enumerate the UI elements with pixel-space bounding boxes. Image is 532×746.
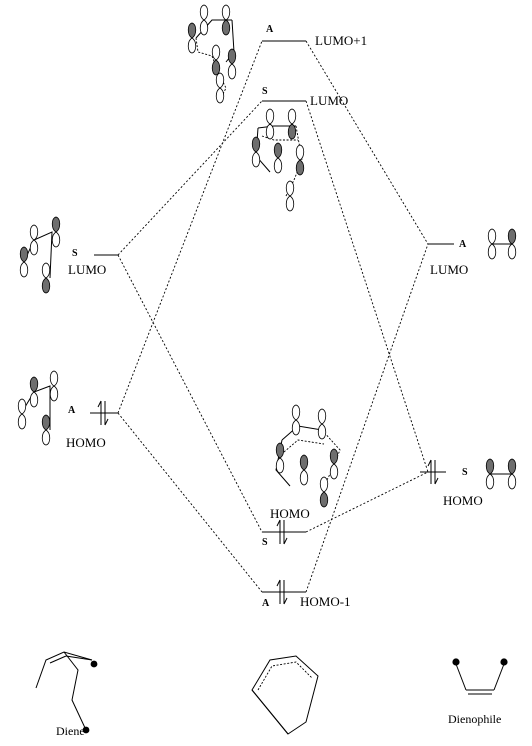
sym-diene-homo: A bbox=[68, 405, 76, 416]
sym-ts-homo: S bbox=[262, 537, 268, 548]
orbital-diene-homo-icon bbox=[17, 370, 59, 446]
sym-dienophile-lumo: A bbox=[459, 239, 467, 250]
sym-ts-lumo: S bbox=[262, 86, 268, 97]
orbital-dienophile-homo-icon bbox=[485, 458, 517, 490]
corr-diene-lumo-to-ts-homo bbox=[117, 254, 263, 533]
corr-ts-lumo-to-dienophile-homo bbox=[305, 100, 429, 473]
label-ts-homo: HOMO bbox=[270, 506, 310, 521]
sym-ts-homo-minus1: A bbox=[262, 598, 270, 609]
ts-structure-icon bbox=[251, 655, 319, 735]
corr-ts-homo-minus1-to-dienophile-lumo bbox=[305, 243, 429, 593]
sym-diene-lumo: S bbox=[72, 248, 78, 259]
label-diene-lumo: LUMO bbox=[68, 262, 106, 277]
sym-dienophile-homo: S bbox=[462, 467, 468, 478]
correlation-lines bbox=[117, 40, 429, 593]
orbital-ts-lumo-plus1-icon bbox=[187, 4, 237, 104]
orbital-ts-lumo-icon bbox=[251, 108, 305, 212]
electron-pairs bbox=[97, 400, 439, 605]
orbital-diene-lumo-icon bbox=[19, 216, 61, 294]
diene-structure-icon bbox=[35, 651, 98, 734]
label-dienophile-homo: HOMO bbox=[443, 493, 483, 508]
label-ts-lumo-plus1: LUMO+1 bbox=[315, 33, 367, 48]
corr-ts-lumo-plus1-to-dienophile-lumo bbox=[305, 40, 429, 245]
sym-ts-lumo-plus1: A bbox=[266, 24, 274, 35]
caption-dienophile: Dienophile bbox=[448, 712, 501, 726]
electron-pair-ts-homo-minus1 bbox=[276, 579, 288, 605]
electron-pair-dienophile-homo bbox=[427, 459, 439, 485]
caption-diene: Diene bbox=[56, 724, 85, 738]
symmetry-labels: A S S A A S S A bbox=[68, 24, 468, 609]
level-labels: LUMO+1 LUMO LUMO LUMO HOMO HOMO HOMO HOM… bbox=[66, 33, 483, 609]
corr-diene-lumo-to-ts-lumo bbox=[117, 100, 263, 256]
orbital-dienophile-lumo-icon bbox=[487, 228, 517, 260]
label-ts-lumo: LUMO bbox=[310, 93, 348, 108]
corr-diene-homo-to-ts-homo-minus1 bbox=[117, 412, 263, 593]
label-diene-homo: HOMO bbox=[66, 435, 106, 450]
corr-diene-homo-to-ts-lumo-plus1 bbox=[117, 40, 263, 414]
orbital-ts-homo-icon bbox=[275, 404, 341, 508]
corr-ts-homo-to-dienophile-homo bbox=[305, 471, 429, 533]
electron-pair-ts-homo bbox=[276, 519, 288, 545]
electron-pair-diene-homo bbox=[97, 400, 109, 426]
label-dienophile-lumo: LUMO bbox=[430, 262, 468, 277]
label-ts-homo-minus1: HOMO-1 bbox=[300, 594, 351, 609]
dienophile-structure-icon bbox=[452, 658, 508, 695]
